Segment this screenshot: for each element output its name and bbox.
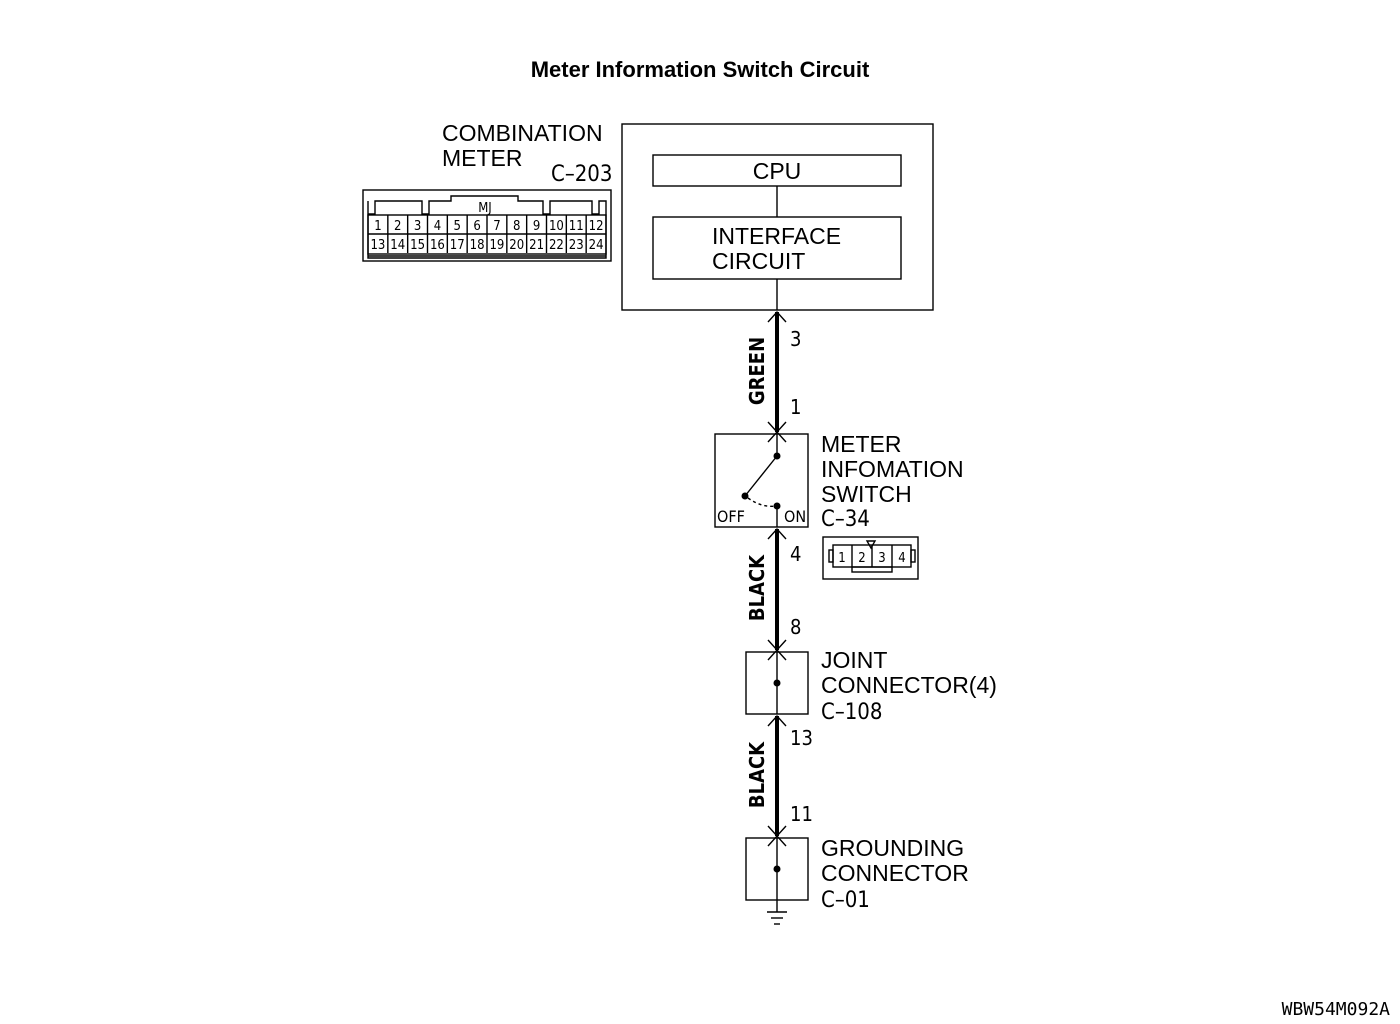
wire-black-2-color-label: BLACK — [745, 741, 769, 808]
c203-pin-label: 1 — [374, 219, 381, 234]
c203-pin-label: 8 — [513, 219, 520, 234]
c203-pin-label: 17 — [450, 238, 465, 253]
combination-meter-label-line2: METER — [442, 145, 523, 171]
c34-pin-1: 1 — [838, 551, 845, 566]
ground-splice-dot — [773, 865, 781, 873]
interface-circuit-label-line2: CIRCUIT — [712, 248, 805, 274]
ground-label-line2: CONNECTOR — [821, 860, 969, 886]
switch-label-line1: METER — [821, 431, 902, 457]
switch-on-label: ON — [784, 507, 806, 526]
c203-pin-label: 2 — [394, 219, 401, 234]
figure-reference-code: WBW54M092A — [1282, 999, 1391, 1020]
switch-label-line2: INFOMATION — [821, 456, 964, 482]
cpu-label: CPU — [753, 158, 802, 184]
c34-outer-frame — [822, 536, 919, 580]
wire-black-1-color-label: BLACK — [745, 554, 769, 621]
wire-green-color-label: GREEN — [745, 337, 769, 405]
joint-splice-dot — [773, 679, 781, 687]
c203-pin-label: 20 — [509, 238, 524, 253]
joint-code: C–108 — [821, 700, 883, 725]
c203-pin-label: 21 — [529, 238, 544, 253]
switch-blade — [744, 455, 778, 497]
wire-black-1: 4 8 BLACK — [745, 527, 801, 652]
ground-top-terminal — [767, 834, 787, 847]
c34-pin-4: 4 — [898, 551, 905, 566]
c203-pin-label: 6 — [473, 219, 480, 234]
joint-label-line2: CONNECTOR(4) — [821, 672, 997, 698]
combination-meter: COMBINATION METER C–203 CPU INTERFACE CI… — [442, 120, 934, 311]
interface-circuit-label-line1: INTERFACE — [712, 223, 841, 249]
c203-outer-frame — [362, 189, 612, 262]
c203-pin-label: 23 — [569, 238, 584, 253]
switch-dashed-arc — [747, 497, 777, 508]
wire-black-2-pin-bottom: 11 — [790, 802, 813, 826]
c203-pin-label: 9 — [533, 219, 540, 234]
wire-green-pin-bottom: 1 — [790, 395, 801, 419]
grounding-connector: GROUNDING CONNECTOR C–01 — [745, 834, 969, 925]
c203-pin-label: 15 — [410, 238, 425, 253]
switch-top-terminal — [767, 430, 787, 443]
ground-label-line1: GROUNDING — [821, 835, 964, 861]
c203-pin-label: 16 — [430, 238, 445, 253]
c203-pin-label: 5 — [454, 219, 461, 234]
c203-pin-label: 7 — [493, 219, 500, 234]
joint-connector: JOINT CONNECTOR(4) C–108 — [745, 647, 997, 725]
wire-green-top-terminal — [767, 310, 787, 323]
wire-black-2-top-terminal — [767, 714, 787, 727]
c203-pin-label: 22 — [549, 238, 564, 253]
switch-off-label: OFF — [717, 507, 745, 526]
switch-box — [714, 433, 809, 528]
switch-label-line3: SWITCH — [821, 481, 912, 507]
c203-key-label: MJ — [478, 201, 492, 216]
c203-pin-label: 13 — [370, 238, 385, 253]
meter-info-switch: OFF ON METER INFOMATION SWITCH C–34 1 2 … — [714, 430, 964, 580]
c203-body-outline — [367, 195, 607, 259]
wire-green-pin-top: 3 — [790, 327, 801, 351]
joint-label-line1: JOINT — [821, 647, 887, 673]
c203-pin-label: 14 — [390, 238, 405, 253]
c203-pin-label: 12 — [589, 219, 604, 234]
wire-black-1-pin-bottom: 8 — [790, 615, 801, 639]
combination-meter-label-line1: COMBINATION — [442, 120, 603, 146]
c34-key-mark — [865, 540, 877, 550]
wire-green: 3 1 GREEN — [745, 310, 801, 434]
c203-pin-label: 4 — [434, 219, 441, 234]
c203-pin-label: 10 — [549, 219, 564, 234]
c34-pin-2: 2 — [858, 551, 865, 566]
wire-black-1-pin-top: 4 — [790, 542, 801, 566]
c34-pin-3: 3 — [878, 551, 885, 566]
wire-black-1-top-terminal — [767, 527, 787, 540]
c203-pin-label: 3 — [414, 219, 421, 234]
combination-meter-code: C–203 — [551, 162, 613, 187]
c203-pin-label: 11 — [569, 219, 584, 234]
diagram-title: Meter Information Switch Circuit — [531, 57, 870, 82]
c34-connector-face: 1 2 3 4 — [822, 536, 919, 580]
wire-black-2-pin-top: 13 — [790, 726, 813, 750]
ground-code: C–01 — [821, 888, 870, 913]
c34-right-latch — [910, 549, 916, 563]
c203-pin-label: 24 — [589, 238, 604, 253]
wire-black-2: 13 11 BLACK — [745, 714, 813, 838]
switch-off-contact — [741, 492, 749, 500]
c34-left-latch — [828, 549, 834, 563]
switch-code: C–34 — [821, 507, 870, 532]
c203-pin-label: 18 — [470, 238, 485, 253]
c203-pin-label: 19 — [489, 238, 504, 253]
joint-top-terminal — [767, 648, 787, 661]
c34-bottom-tab — [851, 566, 893, 573]
